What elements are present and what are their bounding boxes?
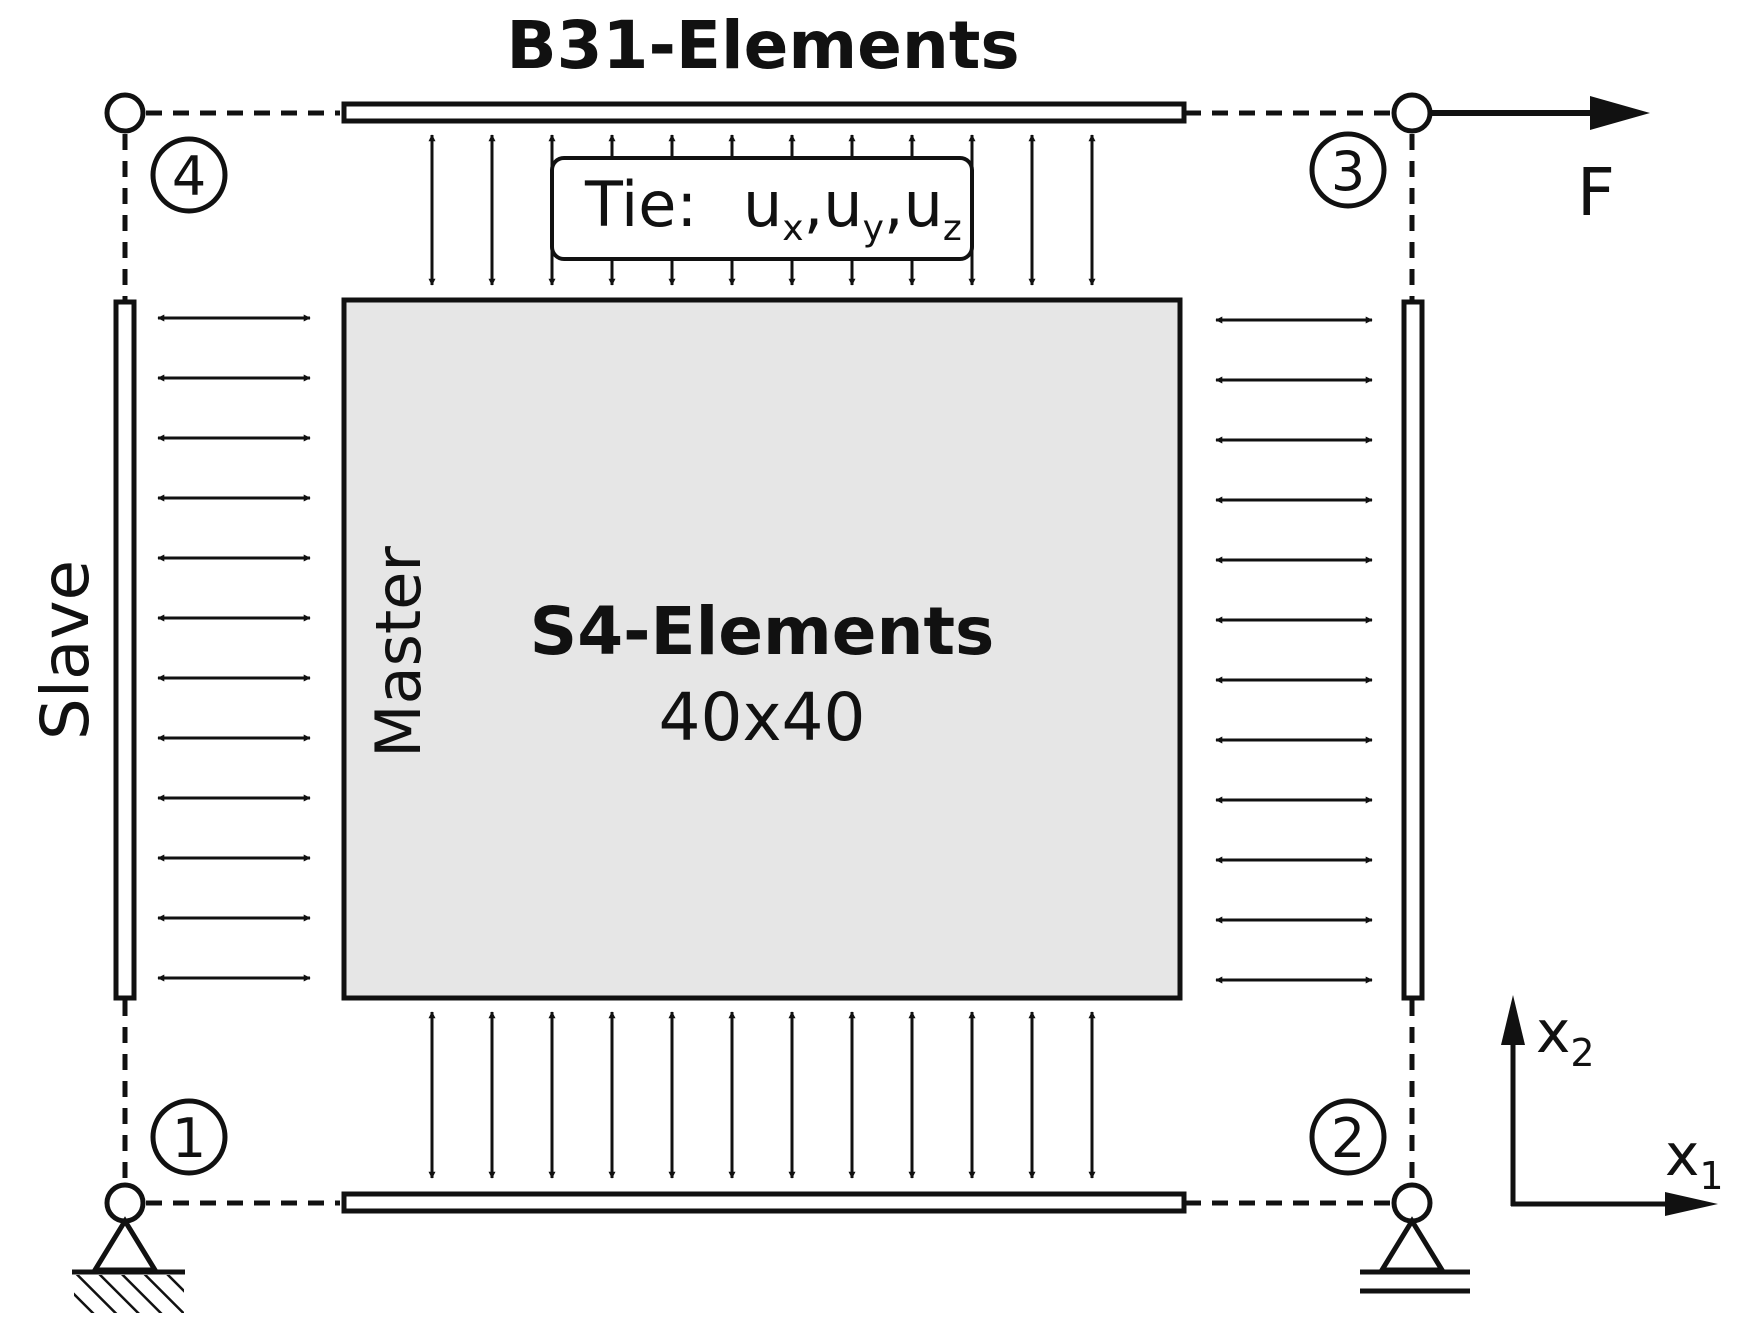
beam-top <box>341 101 1187 124</box>
tie-arrows-bottom <box>428 1011 1096 1179</box>
axis-x1-label: x1 <box>1665 1121 1724 1198</box>
center-mesh: 40x40 <box>658 679 865 756</box>
beam-right <box>1401 299 1425 1001</box>
tie-arrows-right <box>1215 316 1373 984</box>
shell-plate <box>341 297 1183 1001</box>
beam-bottom <box>341 1191 1187 1214</box>
beam-elements <box>113 101 1425 1214</box>
hinge-node-top-right <box>1391 92 1433 134</box>
tie-label: Tie: ux,uy,uz <box>584 168 962 249</box>
tie-u-z: u <box>904 168 943 241</box>
coordinate-axes-icon <box>1501 995 1718 1216</box>
tie-u-x: u <box>743 168 782 241</box>
force-label: F <box>1577 154 1615 231</box>
hinge-nodes <box>104 92 1433 1224</box>
tie-arrows-left <box>157 314 311 982</box>
beam-left <box>113 299 137 1001</box>
node-number-2: 2 <box>1331 1107 1365 1170</box>
roller-support-icon <box>1360 1216 1470 1294</box>
hinge-node-bottom-left <box>104 1182 146 1224</box>
axis-x2-label: x2 <box>1536 998 1595 1075</box>
center-title: S4-Elements <box>530 593 995 670</box>
node-number-1: 1 <box>172 1107 206 1170</box>
tie-prefix: Tie: <box>584 168 697 241</box>
top-title: B31-Elements <box>506 7 1019 84</box>
node-number-3: 3 <box>1331 140 1365 203</box>
master-label: Master <box>362 546 435 758</box>
node-number-circles <box>150 131 1387 1176</box>
fixed-support-icon <box>72 1216 185 1313</box>
hinge-node-bottom-right <box>1391 1182 1433 1224</box>
tie-label-box <box>550 156 974 261</box>
hinge-node-top-left <box>104 92 146 134</box>
node-number-4: 4 <box>172 145 206 208</box>
tie-u-y: u <box>823 168 862 241</box>
slave-label: Slave <box>27 560 104 740</box>
force-arrow <box>1432 96 1650 130</box>
dashed-frame <box>122 110 1415 1206</box>
